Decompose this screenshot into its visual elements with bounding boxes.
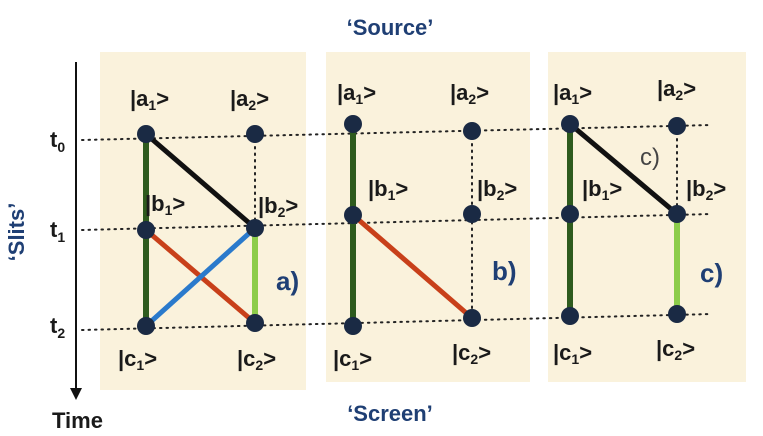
- panel-b-path-b1-c2: [351, 213, 474, 320]
- panel-a-background: [100, 52, 306, 390]
- panel-b-node-c2: [463, 309, 481, 327]
- panel-b-label-c2: |c2>: [452, 340, 491, 367]
- screen-title: ‘Screen’: [347, 401, 433, 426]
- panel-c-label-a2: |a2>: [657, 76, 696, 103]
- panel-c-node-b2: [668, 205, 686, 223]
- panel-c-label-b2: |b2>: [686, 176, 726, 203]
- panel-a-label-c2: |c2>: [237, 346, 276, 373]
- panel-c-label-c2: |c2>: [656, 336, 695, 363]
- panel-a-label-b2: |b2>: [258, 193, 298, 220]
- panel-c-node-c2: [668, 305, 686, 323]
- panel-b-label-b2: |b2>: [477, 176, 517, 203]
- panel-a-label-a1: |a1>: [130, 86, 169, 113]
- panel-c-tag: c): [700, 258, 723, 288]
- panel-c-background: [548, 52, 746, 382]
- panel-a-path-a1-b2: [144, 132, 257, 230]
- panel-a-path-b2-c1: [144, 226, 257, 328]
- panel-a-label-a2: |a2>: [230, 86, 269, 113]
- panel-c-label-b1: |b1>: [582, 176, 622, 203]
- t0-label: t0: [50, 127, 65, 155]
- panel-c-inner-tag: c): [640, 144, 660, 171]
- panel-c-node-a2: [668, 117, 686, 135]
- panel-a-node-b1: [137, 221, 155, 239]
- panel-a-node-b2: [246, 219, 264, 237]
- panel-c-node-a1: [561, 115, 579, 133]
- panel-b-node-c1: [344, 317, 362, 335]
- panel-a-label-c1: |c1>: [118, 346, 157, 373]
- panel-b-node-b2: [463, 205, 481, 223]
- panel-a-label-b1: |b1>: [145, 191, 185, 218]
- t2-label: t2: [50, 313, 65, 341]
- panel-a-node-a2: [246, 125, 264, 143]
- panel-a-node-a1: [137, 125, 155, 143]
- panel-c-node-b1: [561, 205, 579, 223]
- time-axis-label: Time: [52, 408, 103, 433]
- panel-c-label-a1: |a1>: [553, 80, 592, 107]
- t1-dotted-line: [81, 213, 713, 231]
- panel-a-tag: a): [276, 266, 299, 296]
- t2-dotted-line: [81, 313, 713, 331]
- t0-dotted-line: [81, 124, 713, 141]
- panel-b-node-a2: [463, 122, 481, 140]
- panel-b-label-b1: |b1>: [368, 176, 408, 203]
- panel-b-label-c1: |c1>: [333, 346, 372, 373]
- panel-c-path-a1-b2: [568, 122, 679, 216]
- panel-c-label-c1: |c1>: [553, 340, 592, 367]
- panel-c-node-c1: [561, 307, 579, 325]
- panel-b-node-b1: [344, 206, 362, 224]
- panel-b-label-a2: |a2>: [450, 80, 489, 107]
- panel-a-node-c1: [137, 317, 155, 335]
- panel-b-label-a1: |a1>: [337, 80, 376, 107]
- slits-title: ‘Slits’: [4, 203, 29, 262]
- panel-b-tag: b): [492, 256, 517, 286]
- time-axis-arrowhead: [70, 388, 82, 400]
- source-title: ‘Source’: [347, 15, 434, 40]
- panel-a-node-c2: [246, 314, 264, 332]
- t1-label: t1: [50, 217, 65, 245]
- panel-b-node-a1: [344, 115, 362, 133]
